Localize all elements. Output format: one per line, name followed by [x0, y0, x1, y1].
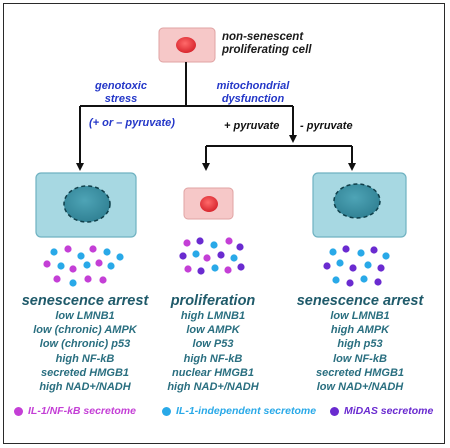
column-left-line: high NAD+/NADH [39, 381, 131, 394]
legend-il1-independent: IL-1-independent secretome [162, 405, 316, 417]
minus-pyruvate-label: - pyruvate [300, 120, 353, 132]
plus-pyruvate-label: + pyruvate [224, 120, 280, 132]
column-left-line: low LMNB1 [55, 310, 115, 322]
legend-midas: MiDAS secretome [330, 405, 433, 417]
column-left-line: low (chronic) p53 [39, 338, 131, 351]
legend-label: IL-1/NF-kB secretome [28, 405, 136, 417]
mito-line2: dysfunction [221, 93, 285, 105]
right-secretome-cluster [323, 245, 390, 287]
column-middle: proliferation high LMNB1 low AMPK low P5… [153, 293, 273, 394]
column-right-line: secreted HMGB1 [315, 366, 405, 379]
left-senescent-cell [35, 172, 137, 238]
column-right-line: low NAD+/NADH [316, 381, 404, 394]
column-middle-title: proliferation [170, 293, 256, 309]
column-middle-line: high NAD+/NADH [167, 381, 259, 394]
column-right-line: high AMPK [330, 324, 390, 337]
column-middle-line: low P53 [192, 338, 234, 351]
top-cell-label-line2: proliferating cell [222, 44, 312, 56]
right-senescent-cell [312, 172, 407, 238]
legend-label: MiDAS secretome [344, 405, 434, 417]
legend-dot-icon [162, 406, 171, 416]
legend-dot-icon [14, 406, 23, 416]
legend-dot-icon [330, 406, 339, 416]
genotoxic-line1: genotoxic [95, 80, 147, 92]
column-right-line: low LMNB1 [330, 310, 390, 322]
column-right-line: low NF-kB [333, 352, 387, 365]
pyruvate-either-label: (+ or – pyruvate) [89, 117, 175, 129]
genotoxic-line2: stress [104, 93, 138, 105]
column-left: senescence arrest low LMNB1 low (chronic… [15, 293, 155, 394]
genotoxic-stress-label: genotoxic stress [88, 80, 154, 106]
column-middle-line: high NF-kB [183, 352, 243, 365]
column-left-title: senescence arrest [21, 293, 149, 309]
column-left-line: high NF-kB [55, 352, 115, 365]
column-left-line: secreted HMGB1 [40, 366, 130, 379]
mitochondrial-dysfunction-label: mitochondrial dysfunction [212, 80, 294, 106]
mito-line1: mitochondrial [216, 80, 290, 92]
column-right-line: high p53 [337, 338, 383, 351]
legend-il1-nfkb: IL-1/NF-kB secretome [14, 405, 136, 417]
column-middle-line: high LMNB1 [180, 310, 246, 322]
column-right: senescence arrest low LMNB1 high AMPK hi… [290, 293, 430, 394]
column-middle-line: nuclear HMGB1 [172, 366, 254, 379]
cell-nucleus [176, 37, 196, 53]
top-cell-label-line1: non-senescent [222, 31, 304, 43]
middle-secretome-cluster [179, 237, 245, 275]
column-right-title: senescence arrest [296, 293, 424, 309]
left-secretome-cluster [43, 245, 124, 287]
legend-label: IL-1-independent secretome [176, 405, 317, 417]
top-proliferating-cell [158, 27, 216, 63]
column-left-line: low (chronic) AMPK [33, 324, 137, 337]
pathway-arrows [76, 62, 356, 171]
middle-proliferating-cell [183, 187, 234, 220]
column-middle-line: low AMPK [186, 324, 240, 337]
